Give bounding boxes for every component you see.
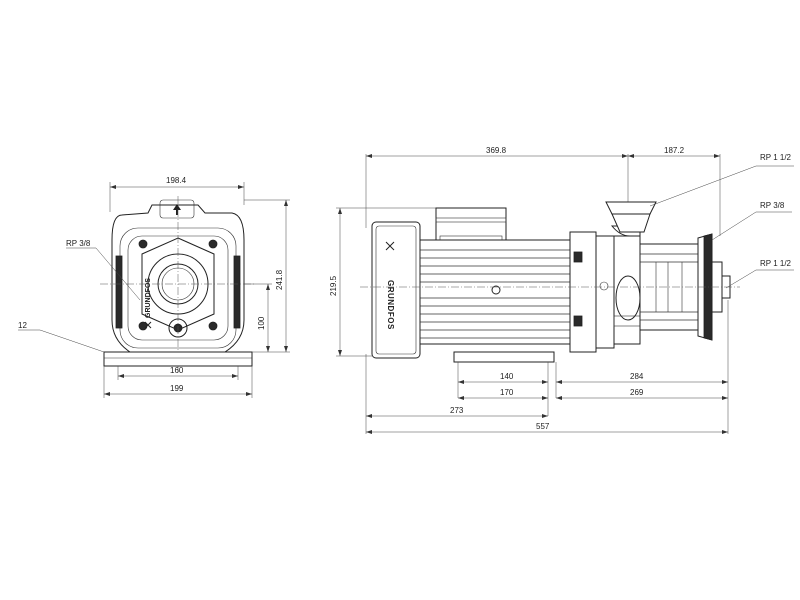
foot-spacing-170-label: 170 (500, 388, 514, 397)
pump-length-label: 187.2 (664, 146, 685, 155)
outlet-port-label: RP 1 1/2 (760, 259, 792, 268)
pump-foot-front (103, 351, 253, 367)
front-foot-thickness-label: 12 (18, 321, 27, 330)
front-total-height-label: 241.8 (275, 269, 284, 290)
motor-foot (453, 351, 555, 363)
front-brand-text: GRUNDFOS (145, 278, 152, 318)
total-length-label: 557 (536, 422, 550, 431)
dist-273-label: 273 (450, 406, 464, 415)
dist-284-label: 284 (630, 372, 644, 381)
arrow-up-icon (173, 204, 181, 215)
front-foot-outer-label: 199 (170, 384, 184, 393)
suction-port-label: RP 1 1/2 (760, 153, 792, 162)
motor-length-label: 369.8 (486, 146, 507, 155)
front-view: 198.4 GRUNDFOS RP 3/8 (18, 176, 290, 398)
cooling-fins (420, 249, 570, 339)
motor-body (371, 221, 421, 359)
side-total-height-label: 219.5 (329, 275, 338, 296)
side-view: 369.8 187.2 219.5 (329, 146, 794, 434)
grundfos-x-logo-icon-side (385, 241, 395, 251)
side-drain-label: RP 3/8 (760, 201, 785, 210)
front-foot-inner-label: 160 (170, 366, 184, 375)
grundfos-x-logo-icon (144, 321, 152, 329)
front-width-label: 198.4 (166, 176, 187, 185)
foot-spacing-140-label: 140 (500, 372, 514, 381)
motor-brand-text: GRUNDFOS (386, 280, 395, 330)
front-shaft-height-label: 100 (257, 316, 266, 330)
pump-head (613, 235, 641, 345)
dist-269-label: 269 (630, 388, 644, 397)
front-port-label: RP 3/8 (66, 239, 91, 248)
